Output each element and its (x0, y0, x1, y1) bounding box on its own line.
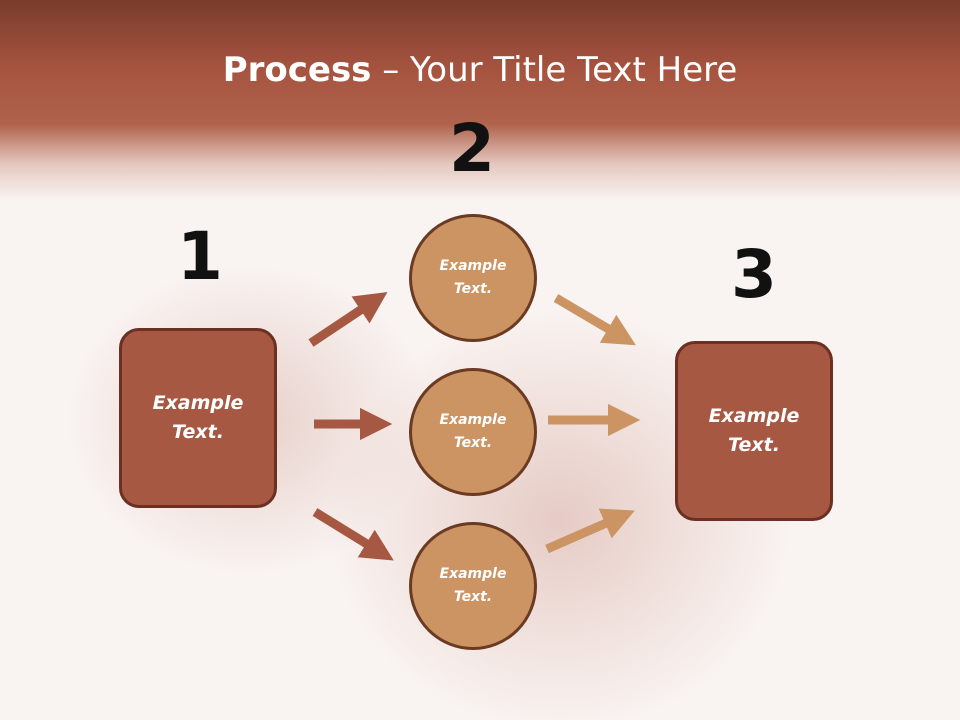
right-box-label: Example Text. (708, 405, 800, 456)
circle-top: Example Text. (409, 214, 537, 342)
arrow-left-to-bot (312, 508, 394, 561)
arrow-left-to-top (308, 292, 388, 347)
step-number-3: 3 (731, 236, 777, 313)
left-box-label: Example Text. (152, 392, 244, 443)
title-rest: – Your Title Text Here (371, 50, 738, 90)
circle-middle: Example Text. (409, 368, 537, 496)
arrow-top-to-right (553, 294, 636, 346)
header-band (0, 0, 960, 200)
circle-middle-label: Example Text. (439, 412, 507, 451)
slide-title: Process – Your Title Text Here (0, 50, 960, 90)
circle-bottom-label: Example Text. (439, 566, 507, 605)
step-number-1: 1 (177, 218, 223, 295)
circle-top-label: Example Text. (439, 258, 507, 297)
left-box: Example Text. (119, 328, 277, 508)
step-number-2: 2 (449, 110, 495, 187)
right-box: Example Text. (675, 341, 833, 521)
title-bold: Process (222, 50, 372, 90)
arrow-bot-to-right (545, 508, 635, 554)
circle-bottom: Example Text. (409, 522, 537, 650)
